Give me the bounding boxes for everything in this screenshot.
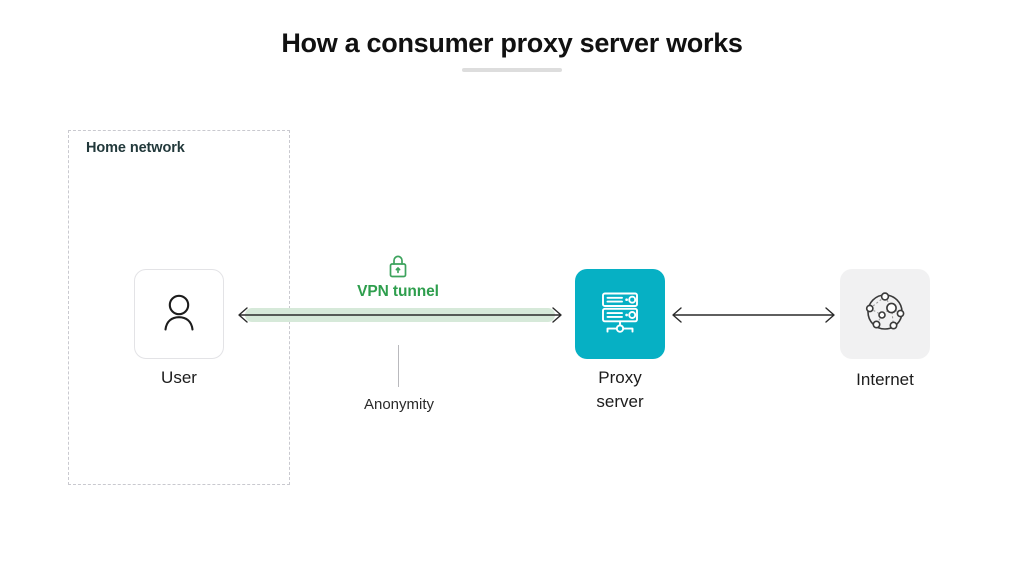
node-proxy-server[interactable] (575, 269, 665, 359)
proxy-to-internet-arrow (666, 303, 841, 327)
home-network-zone (68, 130, 290, 485)
globe-network-icon (860, 287, 910, 342)
node-internet[interactable] (840, 269, 930, 359)
title-underline-rule (462, 68, 562, 72)
vpn-tunnel-label: VPN tunnel (357, 283, 439, 300)
vpn-tunnel-arrow (232, 303, 568, 327)
node-internet-label: Internet (856, 370, 914, 389)
node-user-label: User (161, 368, 197, 387)
server-rack-icon (594, 286, 646, 343)
node-proxy-server-label: Proxy server (545, 366, 695, 414)
page-title: How a consumer proxy server works (281, 28, 743, 58)
person-icon (155, 288, 203, 341)
node-proxy-server-label-line1: Proxy (598, 368, 642, 387)
anonymity-label: Anonymity (363, 396, 435, 413)
home-network-label: Home network (86, 140, 185, 156)
node-proxy-server-label-line2: server (596, 392, 644, 411)
node-user[interactable] (134, 269, 224, 359)
padlock-icon (386, 253, 410, 279)
anonymity-leader-line (398, 345, 399, 387)
